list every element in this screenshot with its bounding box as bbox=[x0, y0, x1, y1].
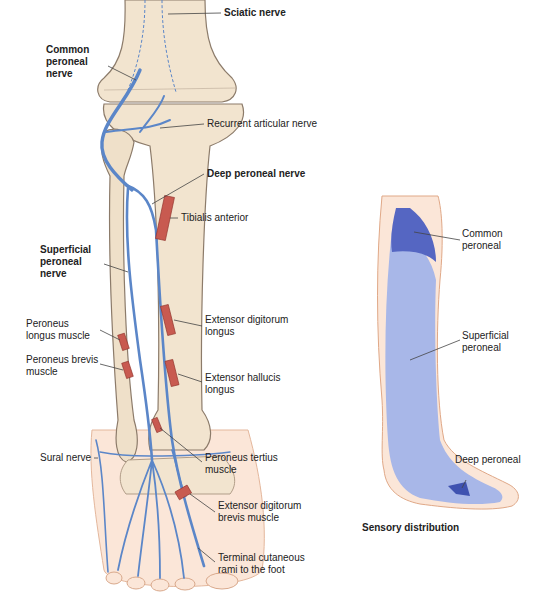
femur bbox=[98, 0, 236, 102]
part-label: Extensor hallucis longus bbox=[205, 372, 289, 396]
part-label: Recurrent articular nerve bbox=[207, 118, 337, 130]
part-label: Extensor digitorum longus bbox=[205, 314, 295, 338]
part-label: Sensory distribution bbox=[362, 522, 512, 534]
part-label: Peroneus tertius muscle bbox=[205, 452, 289, 476]
part-label: Sciatic nerve bbox=[224, 7, 334, 19]
part-label: Peroneus longus muscle bbox=[26, 318, 100, 342]
part-label: Common peroneal bbox=[462, 228, 532, 252]
part-label: Deep peroneal nerve bbox=[207, 168, 337, 180]
part-label: Superficial peroneal nerve bbox=[40, 244, 102, 280]
part-label: Peroneus brevis muscle bbox=[26, 354, 100, 378]
deep-area bbox=[448, 482, 470, 496]
part-label: Extensor digitorum brevis muscle bbox=[218, 500, 318, 524]
part-label: Terminal cutaneous rami to the foot bbox=[218, 552, 318, 576]
leader-lines-right bbox=[410, 232, 466, 488]
leader-lines bbox=[94, 13, 221, 562]
muscle-markers bbox=[118, 195, 192, 499]
part-label: Sural nerve bbox=[40, 452, 96, 464]
part-label: Superficial peroneal bbox=[462, 330, 532, 354]
part-label: Tibialis anterior bbox=[181, 212, 291, 224]
part-label: Deep peroneal bbox=[455, 454, 525, 466]
femur-line bbox=[104, 88, 236, 90]
part-label: Common peroneal nerve bbox=[46, 44, 108, 80]
